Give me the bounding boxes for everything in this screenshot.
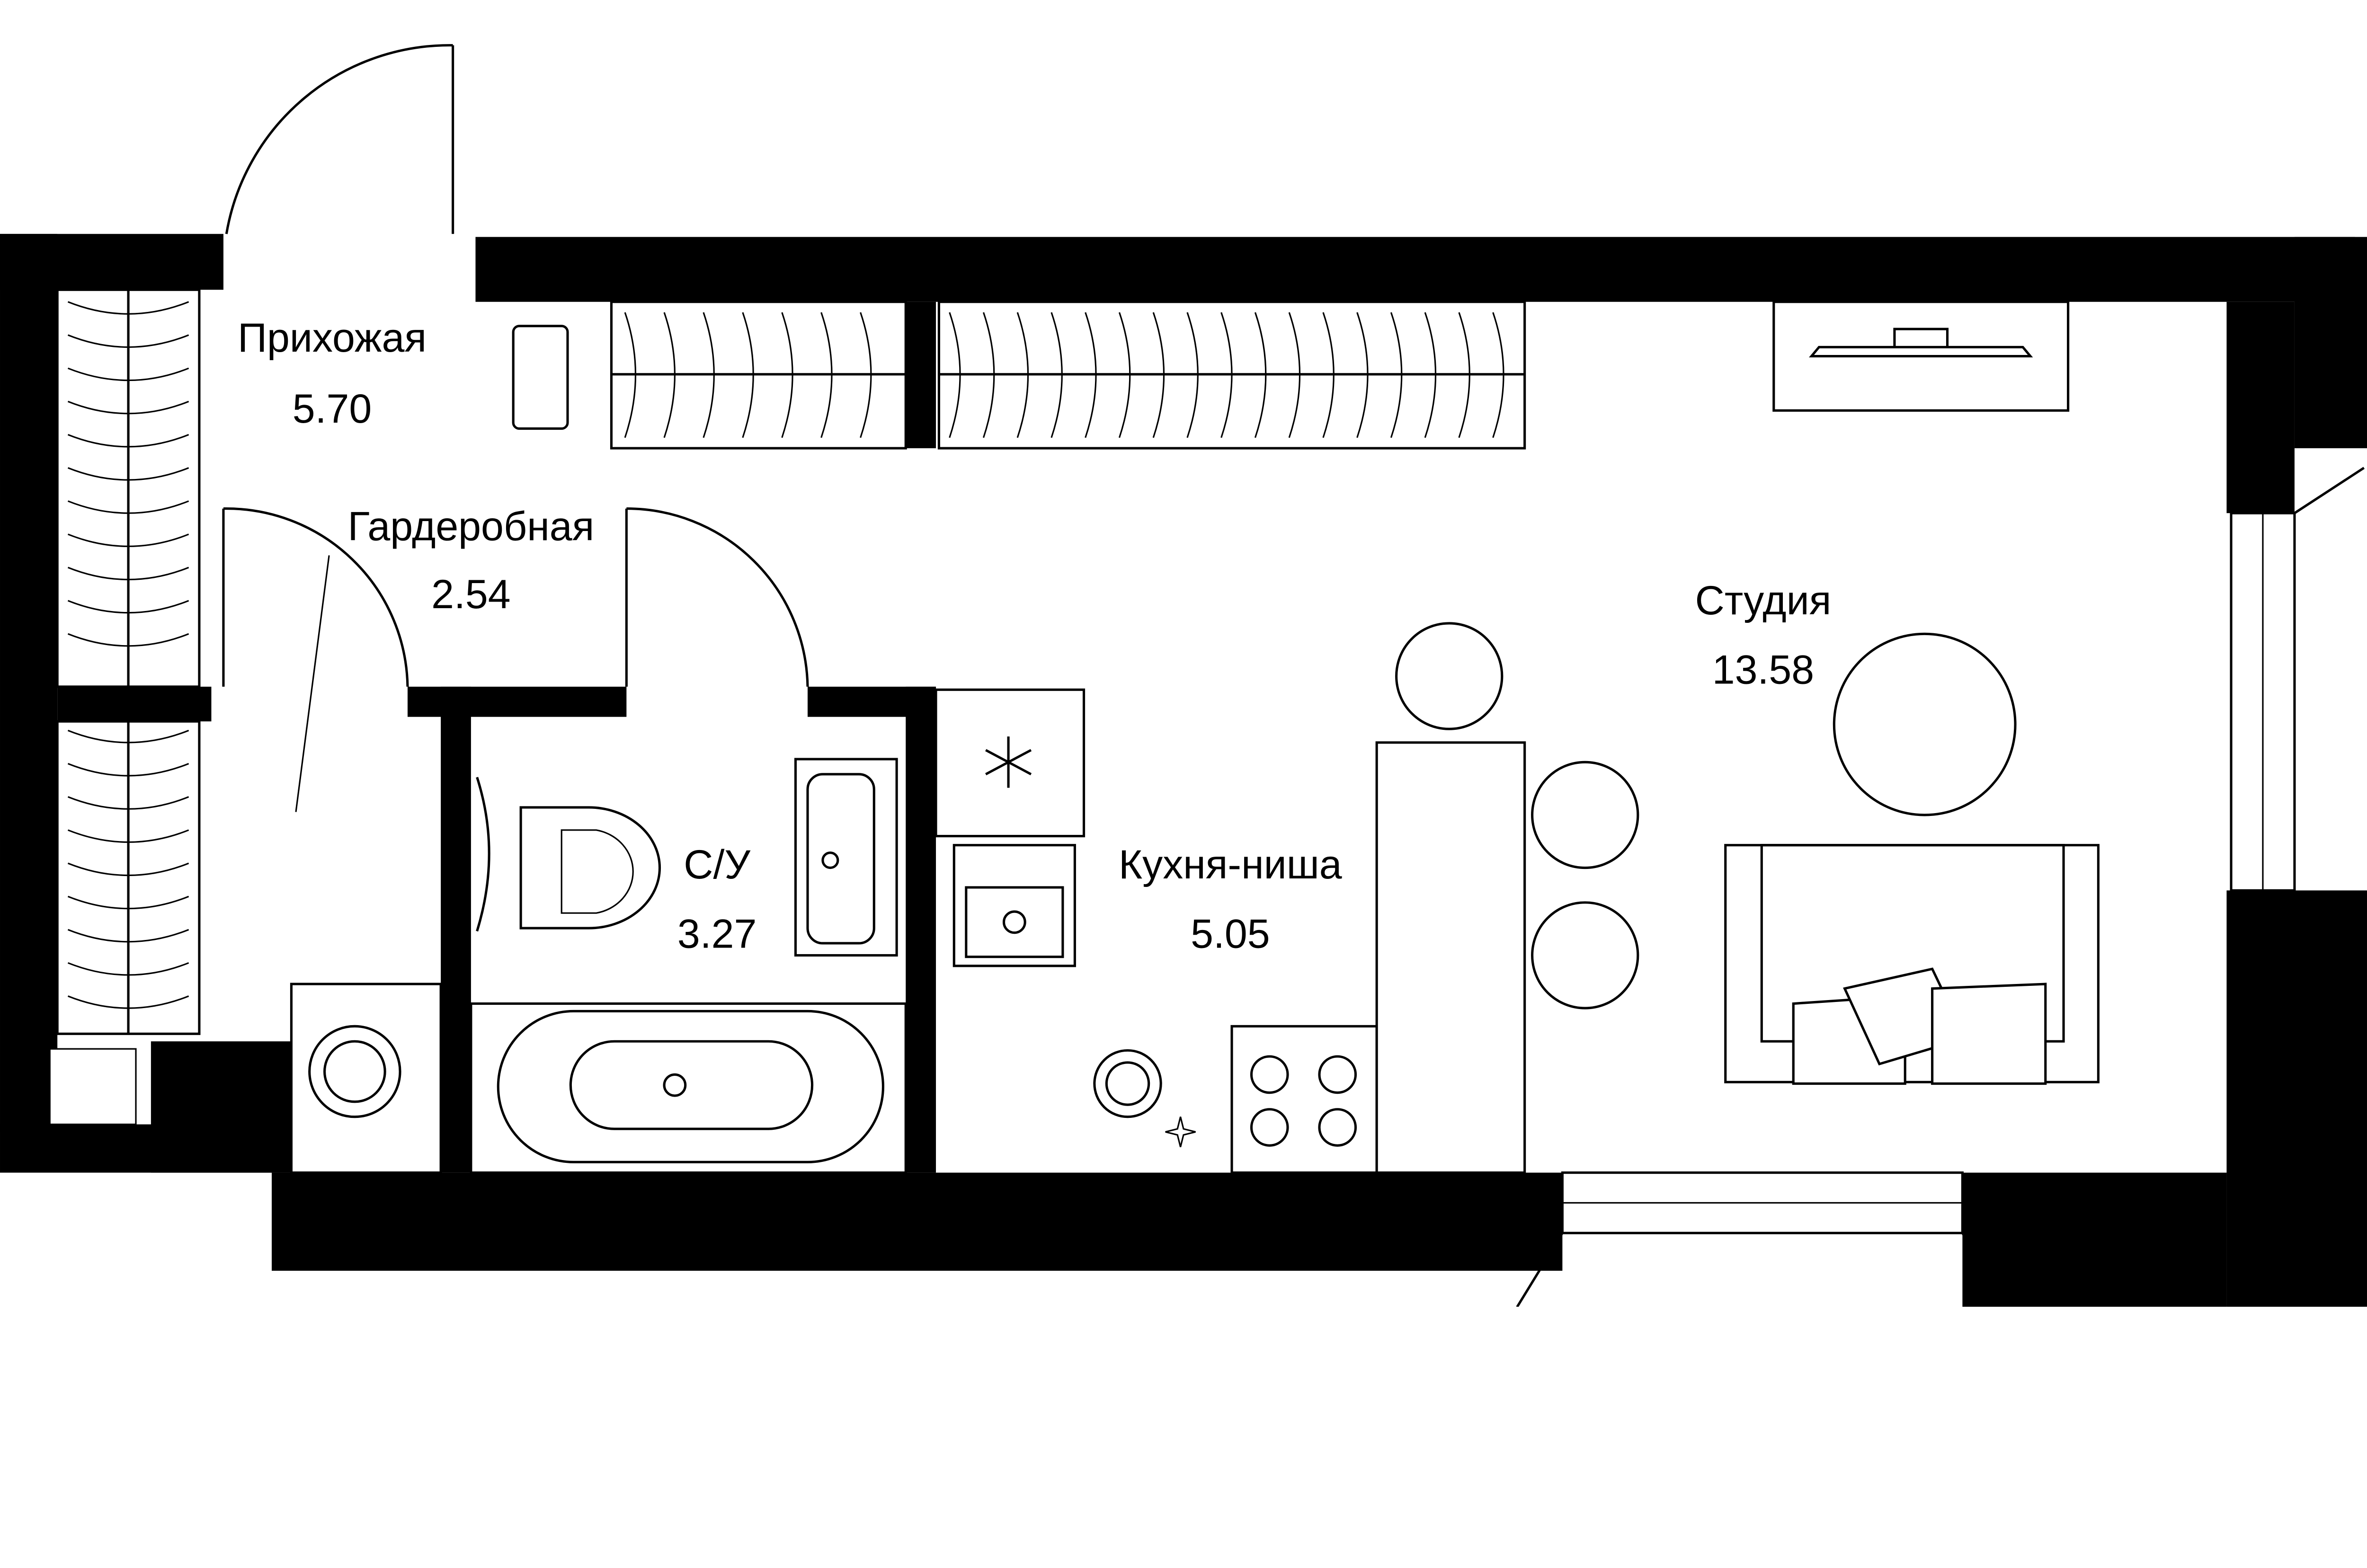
hanger [67, 633, 189, 647]
hanger [1118, 312, 1131, 438]
room-garderobnaya: Гардеробная 2.54 [348, 504, 595, 617]
hanger [67, 567, 189, 580]
hanger [67, 962, 189, 976]
room-area: 2.54 [431, 572, 511, 617]
hanger [67, 763, 189, 777]
hanger [1322, 312, 1335, 438]
room-kitchen: Кухня-ниша 5.05 [1119, 842, 1342, 957]
hanger [67, 995, 189, 1009]
hanger [67, 796, 189, 810]
snowflake-icon [985, 736, 1032, 788]
hanger [820, 312, 833, 438]
hanger [67, 862, 189, 876]
room-name: С/У [684, 842, 751, 887]
hanger [624, 312, 636, 438]
room-bathroom: С/У 3.27 [677, 842, 757, 957]
room-name: Кухня-ниша [1119, 842, 1342, 887]
hanger [949, 312, 961, 438]
hanger [1050, 312, 1063, 438]
hanger [1492, 312, 1504, 438]
fixtures [290, 301, 2100, 1174]
hanger [67, 600, 189, 614]
hanger [1254, 312, 1267, 438]
hanger [67, 434, 189, 448]
hanger [67, 400, 189, 415]
hanger [1356, 312, 1369, 438]
hanger [67, 301, 189, 315]
room-area: 5.70 [293, 386, 372, 432]
hanger [67, 729, 189, 744]
hanger [860, 312, 872, 438]
doors [222, 44, 809, 812]
hanger [1186, 312, 1199, 438]
floor-plan: Прихожая 5.70 Гардеробная 2.54 С/У 3.27 … [0, 44, 2367, 1307]
hanger [1152, 312, 1165, 438]
hanger [703, 312, 715, 438]
room-name: Гардеробная [348, 504, 595, 549]
room-area: 13.58 [1712, 647, 1814, 693]
hanger [67, 500, 189, 514]
hanger [1390, 312, 1403, 438]
hanger [67, 334, 189, 348]
hanger [67, 367, 189, 381]
hanger [982, 312, 995, 438]
room-name: Прихожая [238, 315, 427, 361]
hanger [742, 312, 754, 438]
hangers [67, 301, 1504, 1009]
windows [1516, 467, 2365, 1307]
hanger [67, 467, 189, 481]
hanger [1016, 312, 1029, 438]
hanger [1085, 312, 1097, 438]
room-name: Студия [1695, 578, 1832, 623]
room-area: 5.05 [1191, 912, 1270, 957]
hanger [67, 929, 189, 943]
hanger [1424, 312, 1437, 438]
sparkle-icon [1165, 1116, 1196, 1147]
room-prihozhaya: Прихожая 5.70 [238, 315, 427, 432]
hanger [67, 533, 189, 547]
hanger [663, 312, 676, 438]
room-area: 3.27 [677, 912, 757, 957]
hanger [1458, 312, 1470, 438]
hanger [67, 895, 189, 910]
hanger [781, 312, 793, 438]
hanger [1220, 312, 1233, 438]
room-studio: Студия 13.58 [1695, 578, 1832, 693]
hanger [67, 829, 189, 843]
hanger [1288, 312, 1301, 438]
